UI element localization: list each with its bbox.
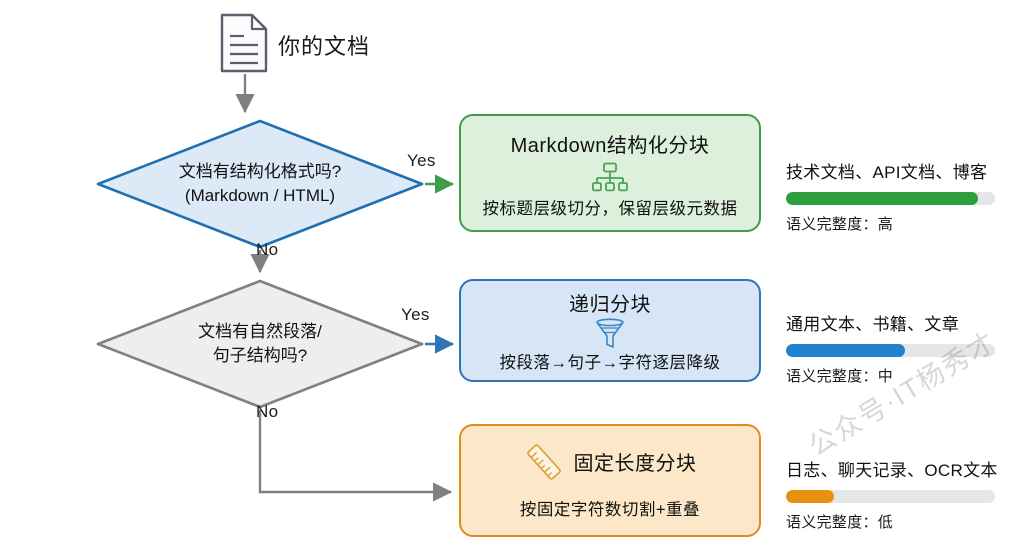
use-cases-low: 日志、聊天记录、OCR文本 (786, 461, 998, 480)
semantic-integrity-label-low: 语义完整度：低 (786, 514, 894, 531)
diamond-shape-natural-paragraph (96, 279, 424, 409)
funnel-icon (596, 318, 624, 348)
document-icon (220, 13, 268, 73)
method-card-markdown-structured-chunking[interactable]: Markdown结构化分块 按标题层级切分，保留层级元数据 (459, 114, 761, 232)
metric-panel-high: 技术文档、API文档、博客 语义完整度：高 (786, 158, 1018, 234)
edge-label-no-1: No (256, 240, 279, 259)
method-title-markdown: Markdown结构化分块 (510, 135, 710, 157)
edge-label-no-2: No (256, 402, 279, 421)
diamond-shape-structured-format (96, 119, 424, 249)
semantic-integrity-bar-fill-low (786, 490, 835, 503)
edge-label-yes-2: Yes (401, 305, 430, 324)
semantic-integrity-bar-high (786, 192, 995, 205)
method-desc-recursive: 按段落→句子→字符逐层降级 (499, 354, 721, 372)
semantic-integrity-label-high: 语义完整度：高 (786, 216, 894, 233)
semantic-integrity-bar-low (786, 490, 995, 503)
metric-panel-medium: 通用文本、书籍、文章 语义完整度：中 (786, 310, 1018, 386)
metric-panel-low: 日志、聊天记录、OCR文本 语义完整度：低 (786, 456, 1018, 532)
semantic-integrity-bar-fill-medium (786, 344, 906, 357)
use-cases-high: 技术文档、API文档、博客 (786, 163, 988, 182)
edge-label-yes-1: Yes (407, 151, 436, 170)
decision-structured-format[interactable]: 文档有结构化格式吗? (Markdown / HTML) (95, 118, 425, 250)
method-desc-fixed-length: 按固定字符数切割+重叠 (519, 500, 701, 519)
use-cases-medium: 通用文本、书籍、文章 (786, 315, 959, 334)
source-document-label: 你的文档 (278, 34, 371, 59)
semantic-integrity-bar-fill-high (786, 192, 979, 205)
method-card-recursive-chunking[interactable]: 递归分块 按段落→句子→字符逐层降级 (459, 279, 761, 382)
sitemap-icon (592, 162, 628, 192)
method-card-fixed-length-chunking[interactable]: 固定长度分块 按固定字符数切割+重叠 (459, 424, 761, 537)
method-desc-markdown: 按标题层级切分，保留层级元数据 (482, 200, 738, 218)
decision-natural-paragraph[interactable]: 文档有自然段落/ 句子结构吗? (95, 278, 425, 410)
method-title-fixed-length: 固定长度分块 (573, 453, 697, 475)
semantic-integrity-label-medium: 语义完整度：中 (786, 368, 894, 385)
ruler-icon (526, 443, 561, 480)
semantic-integrity-bar-medium (786, 344, 995, 357)
fixed-length-title-row: 固定长度分块 (524, 442, 697, 482)
method-title-recursive: 递归分块 (569, 294, 651, 316)
